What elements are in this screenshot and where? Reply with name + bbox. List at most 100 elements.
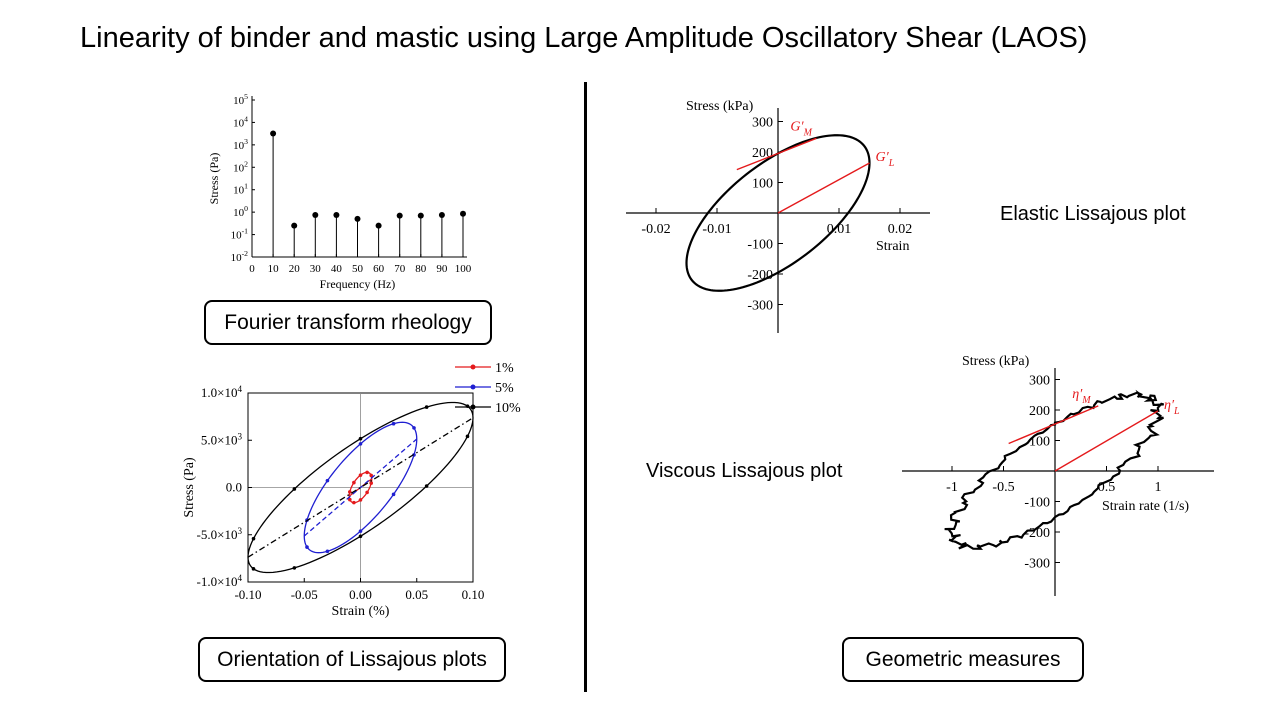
fourier-x-tick-label: 90 — [436, 263, 448, 275]
orientation-legend-marker — [470, 404, 476, 410]
fourier-stem-marker — [333, 211, 340, 218]
elastic-y-tick-label: 100 — [752, 177, 773, 192]
orientation-legend-marker — [470, 384, 476, 390]
fourier-stem-marker — [396, 212, 403, 219]
fourier-x-tick-label: 100 — [455, 263, 472, 275]
orientation-loop-marker — [305, 545, 309, 549]
viscous-tangent-label: η′M — [1072, 387, 1091, 406]
orientation-y-tick-label: -1.0×104 — [197, 573, 243, 589]
fourier-x-tick-label: 70 — [394, 263, 406, 275]
viscous-y-tick-label: 100 — [1029, 435, 1050, 450]
fourier-stem-marker — [354, 215, 361, 222]
viscous-secant-label: η′L — [1164, 398, 1180, 417]
fourier-y-tick-label: 105 — [233, 92, 248, 107]
elastic-x-tick-label: 0.01 — [827, 222, 852, 237]
orientation-axis-line — [303, 438, 418, 537]
viscous-x-tick-label: 1 — [1155, 480, 1162, 495]
orientation-loop-marker — [251, 536, 256, 541]
orientation-y-tick-label: 5.0×103 — [201, 431, 243, 447]
orientation-y-tick-label: 0.0 — [226, 480, 242, 495]
elastic-x-tick-label: -0.01 — [702, 222, 731, 237]
elastic-secant-line — [777, 162, 870, 214]
orientation-loop-marker — [365, 470, 369, 475]
fourier-stem-marker — [438, 211, 445, 218]
orientation-loop-marker — [251, 567, 256, 571]
orientation-loop-marker — [391, 421, 396, 426]
orientation-loop-marker — [391, 492, 396, 497]
orientation-loop-marker — [358, 442, 363, 446]
fourier-y-tick-label: 103 — [233, 137, 248, 152]
orientation-legend-label: 1% — [495, 361, 514, 376]
orientation-x-tick-label: 0.05 — [405, 587, 428, 602]
fourier-stem-marker — [270, 130, 277, 137]
vertical-divider — [584, 82, 587, 692]
viscous-x-label: Strain rate (1/s) — [1102, 499, 1189, 514]
fourier-y-tick-label: 104 — [233, 114, 248, 129]
orientation-loop-marker — [365, 490, 369, 495]
orientation-loop-marker — [325, 549, 330, 554]
fourier-x-tick-label: 30 — [310, 263, 322, 275]
orientation-loop-marker — [424, 405, 429, 409]
fourier-stem-marker — [417, 212, 424, 219]
orientation-x-tick-label: -0.05 — [291, 587, 318, 602]
viscous-secant-line — [1054, 410, 1159, 472]
orientation-loop-marker — [358, 534, 363, 539]
viscous-x-tick-label: -0.5 — [992, 480, 1014, 495]
fourier-y-tick-label: 100 — [233, 204, 248, 219]
orientation-loop-marker — [424, 484, 429, 488]
viscous-tangent-line — [1008, 405, 1099, 445]
elastic-tangent-label: G′M — [790, 119, 812, 138]
fourier-stem-marker — [375, 222, 382, 229]
fourier-y-tick-label: 102 — [233, 159, 248, 174]
elastic-x-tick-label: 0.02 — [888, 222, 913, 237]
orientation-loop-marker — [412, 426, 416, 430]
orientation-x-tick-label: 0.00 — [349, 587, 372, 602]
viscous-y-tick-label: 200 — [1029, 404, 1050, 419]
orientation-legend-label: 10% — [495, 401, 521, 416]
fourier-x-tick-label: 60 — [373, 263, 385, 275]
orientation-loop-marker — [352, 500, 356, 505]
geometric-label-box: Geometric measures — [842, 637, 1084, 682]
page-title: Linearity of binder and mastic using Lar… — [80, 22, 1088, 54]
elastic-caption: Elastic Lissajous plot — [1000, 203, 1186, 225]
elastic-tangent-line — [736, 137, 817, 171]
viscous-y-label: Stress (kPa) — [962, 354, 1030, 369]
fourier-y-label: Stress (Pa) — [207, 153, 221, 205]
fourier-y-tick-label: 101 — [233, 182, 248, 197]
fourier-x-tick-label: 10 — [268, 263, 280, 275]
viscous-x-tick-label: -1 — [946, 480, 958, 495]
orientation-x-tick-label: -0.10 — [234, 587, 261, 602]
orientation-y-tick-label: -5.0×103 — [197, 526, 243, 542]
orientation-loop-marker — [358, 529, 363, 533]
fourier-stem-marker — [460, 210, 466, 217]
fourier-label-box: Fourier transform rheology — [204, 300, 492, 345]
viscous-y-tick-label: -100 — [1024, 496, 1050, 511]
fourier-x-tick-label: 20 — [289, 263, 301, 275]
fourier-stem-marker — [291, 222, 298, 229]
elastic-loop — [685, 134, 871, 292]
elastic-secant-label: G′L — [876, 150, 895, 169]
orientation-y-label: Stress (Pa) — [182, 457, 197, 518]
orientation-loop-marker — [465, 434, 470, 439]
viscous-y-tick-label: -300 — [1024, 557, 1050, 572]
orientation-loop-marker — [325, 478, 330, 483]
elastic-x-tick-label: -0.02 — [641, 222, 670, 237]
orientation-axis-line — [247, 417, 474, 558]
elastic-y-label: Stress (kPa) — [686, 99, 754, 114]
orientation-loop-marker — [352, 480, 356, 485]
orientation-y-tick-label: 1.0×104 — [201, 384, 243, 400]
fourier-y-tick-label: 10-2 — [231, 249, 249, 264]
orientation-legend-marker — [470, 364, 476, 370]
elastic-y-tick-label: 300 — [752, 116, 773, 131]
fourier-x-label: Frequency (Hz) — [320, 277, 396, 291]
orientation-loop-marker — [369, 473, 373, 478]
orientation-loop-marker — [292, 487, 297, 491]
orientation-legend-label: 5% — [495, 381, 514, 396]
orientation-loop-marker — [348, 490, 352, 494]
orientation-loop-marker — [292, 566, 297, 570]
elastic-y-tick-label: -300 — [747, 299, 773, 314]
viscous-caption: Viscous Lissajous plot — [646, 460, 843, 482]
orientation-loop-marker — [358, 473, 363, 477]
orientation-x-label: Strain (%) — [332, 604, 390, 619]
